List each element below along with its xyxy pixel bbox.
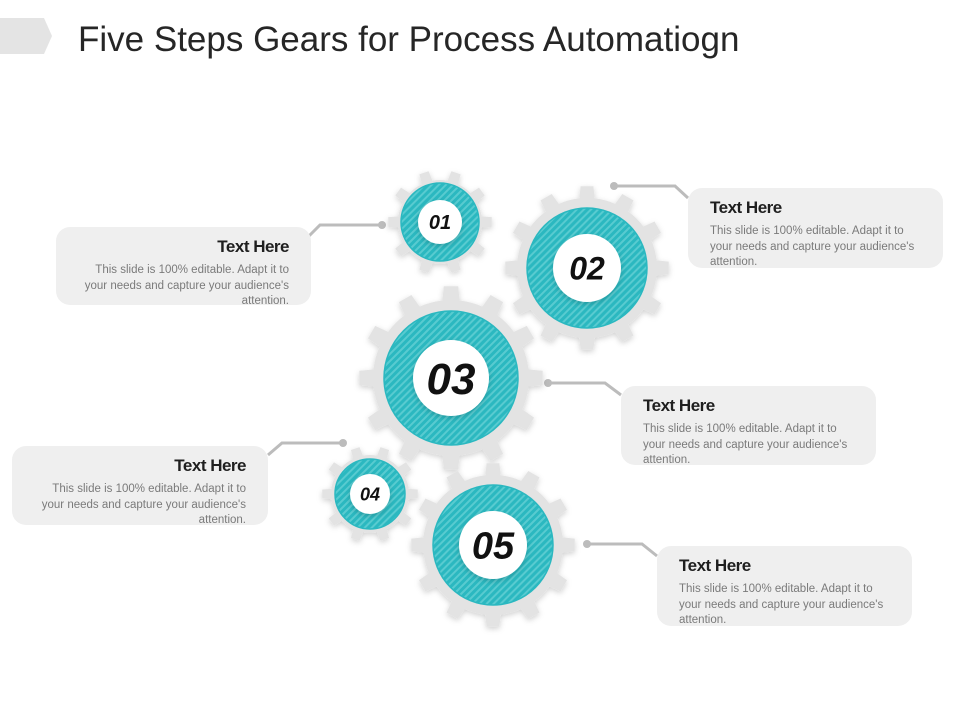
step-body-05: This slide is 100% editable. Adapt it to… [679,583,884,626]
step-heading-02: Text Here [710,198,782,217]
gear-center-04 [350,474,390,514]
connector-dot-01 [378,221,386,229]
step-box-01: Text Here This slide is 100% editable. A… [56,227,311,307]
step-body-02: This slide is 100% editable. Adapt it to… [710,225,915,268]
step-heading-05: Text Here [679,556,751,575]
gear-label-05: 05 [472,526,515,568]
connector-dot-03 [544,379,552,387]
connector-line-01 [306,223,382,239]
step-heading-04: Text Here [174,456,246,475]
gear-05: 05 [411,463,575,627]
connector-line-04 [267,441,343,457]
connector-dot-05 [583,540,591,548]
step-heading-03: Text Here [643,396,715,415]
gear-center-02 [553,234,621,302]
connector-dot-04 [339,439,347,447]
gear-label-02: 02 [569,251,605,287]
title-tab-shape [0,18,52,54]
gear-03: 03 [359,286,543,470]
connector-line-05 [587,542,658,558]
step-box-03: Text Here This slide is 100% editable. A… [621,386,876,466]
gear-center-05 [459,511,527,579]
step-box-04: Text Here This slide is 100% editable. A… [12,446,268,526]
gear-center-03 [413,340,489,416]
step-body-04: This slide is 100% editable. Adapt it to… [41,483,246,526]
gear-label-04: 04 [360,484,380,504]
step-body-01: This slide is 100% editable. Adapt it to… [84,264,289,307]
gear-01: 01 [388,171,492,273]
gear-center-01 [418,200,462,244]
slide-title: Five Steps Gears for Process Automatiogn [78,20,740,59]
connector-line-02 [614,184,690,200]
step-body-03: This slide is 100% editable. Adapt it to… [643,423,848,466]
step-box-05: Text Here This slide is 100% editable. A… [657,546,912,626]
step-box-02: Text Here This slide is 100% editable. A… [688,188,943,268]
gear-label-01: 01 [429,212,451,234]
gear-02: 02 [505,186,669,350]
step-heading-01: Text Here [217,237,289,256]
gear-label-03: 03 [427,355,476,404]
gear-04: 04 [322,447,418,541]
connector-dot-02 [610,182,618,190]
connector-line-03 [548,381,622,397]
